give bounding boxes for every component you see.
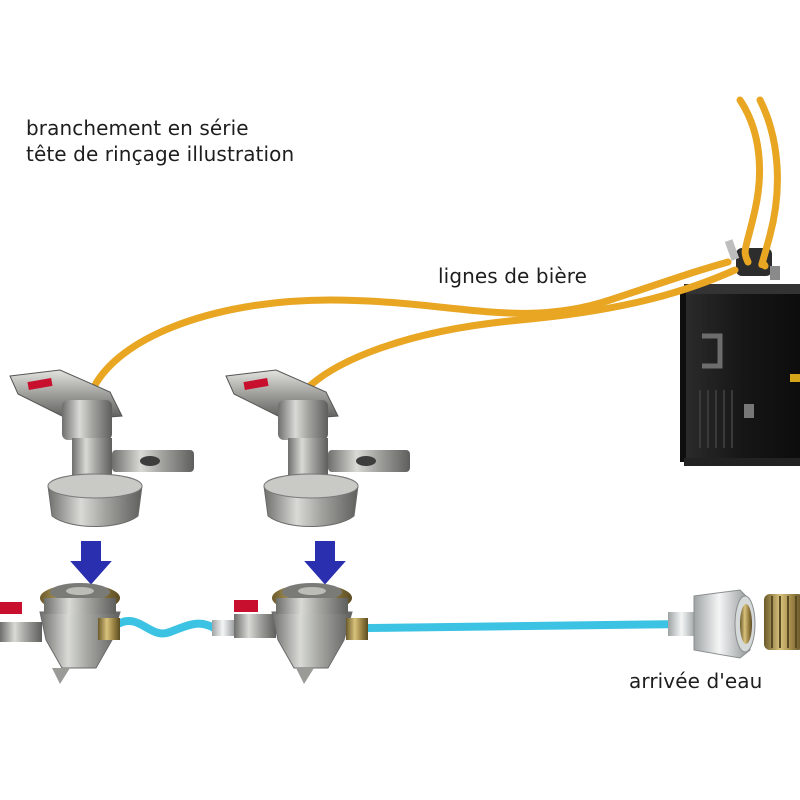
- beer-line-riser-2: [756, 96, 781, 270]
- beer-line-riser-1: [736, 96, 764, 266]
- cooler-grille: [699, 390, 733, 448]
- valve-handle-2: [234, 600, 258, 612]
- diagram-title-line-1: branchement en série: [26, 116, 249, 140]
- rinse-adapter-2: [212, 583, 368, 684]
- water-inlet-label: arrivée d'eau: [629, 669, 763, 693]
- brass-tap-fitting: [764, 594, 800, 650]
- diagram-title-line-2: tête de rinçage illustration: [26, 142, 295, 166]
- connect-arrow-1: [65, 539, 117, 588]
- rinse-adapter-1: [0, 583, 121, 684]
- water-line-supply: [364, 620, 694, 632]
- water-line-link: [114, 617, 218, 638]
- beer-lines-label: lignes de bière: [438, 264, 588, 288]
- valve-handle-1: [0, 602, 22, 614]
- water-lines: [114, 617, 694, 638]
- keg-coupler-2: [225, 369, 410, 527]
- beer-line-2: [296, 266, 739, 400]
- power-switch: [744, 404, 754, 418]
- beer-lines: [86, 96, 781, 400]
- cooler-handle: [702, 333, 723, 369]
- indicator-light: [790, 374, 800, 382]
- keg-coupler-1: [9, 369, 194, 527]
- water-inlet-connector: [668, 589, 756, 659]
- connect-arrow-2: [299, 539, 351, 588]
- beer-line-1: [86, 258, 732, 400]
